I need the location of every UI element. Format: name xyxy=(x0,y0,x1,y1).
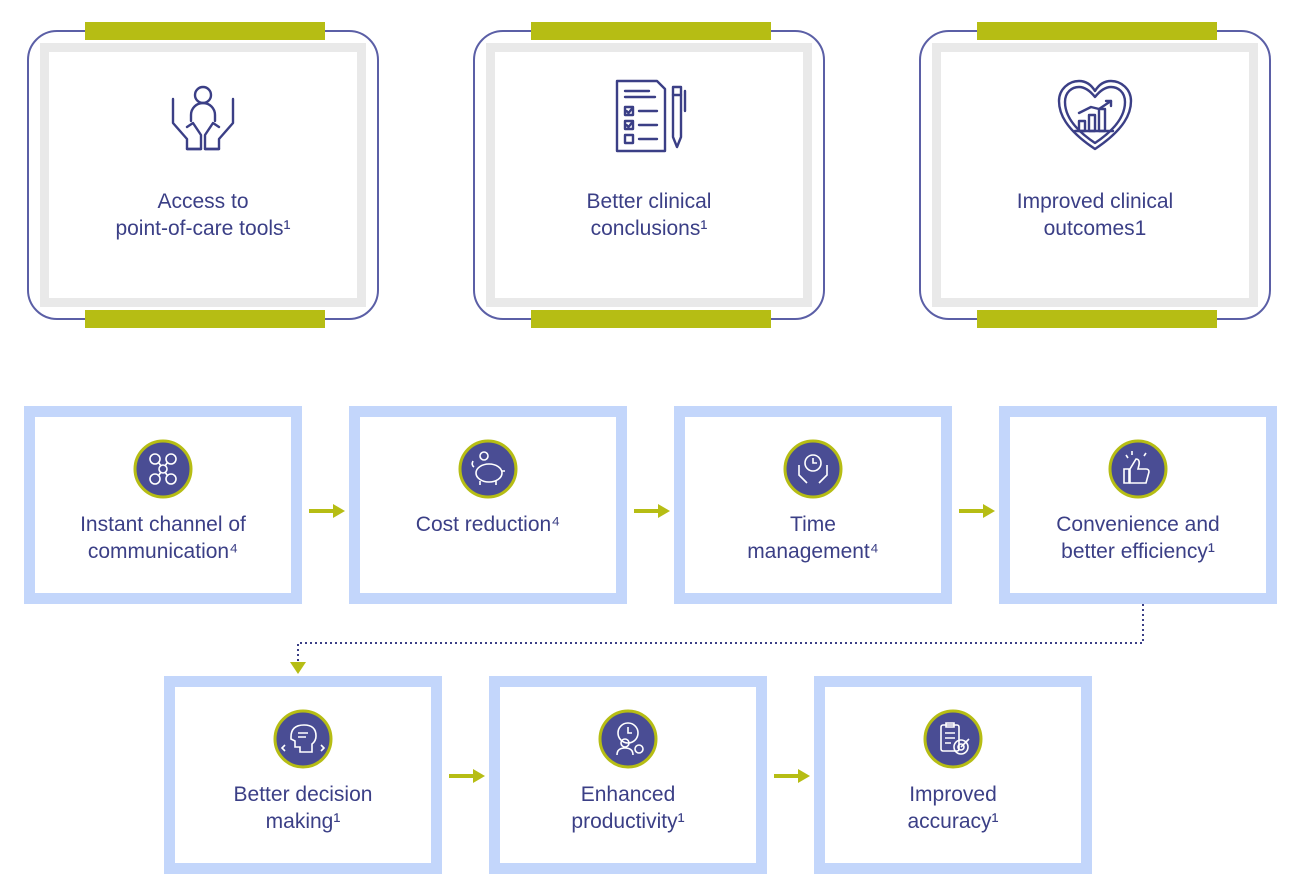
step-label: Instant channel of communication⁴ xyxy=(80,513,246,563)
step-cost-reduction: Cost reduction⁴ xyxy=(349,406,627,604)
clipboard-target-icon xyxy=(923,709,983,769)
step-enhanced-productivity: Enhanced productivity¹ xyxy=(489,676,767,874)
step-label: Convenience and better efficiency¹ xyxy=(1056,513,1220,563)
right-arrow-icon xyxy=(774,769,810,783)
step-instant-channel: Instant channel of communication⁴ xyxy=(24,406,302,604)
benefit-card-point-of-care: Access to point-of-care tools¹ xyxy=(27,22,379,328)
people-network-icon xyxy=(133,439,193,499)
right-arrow-icon xyxy=(309,504,345,518)
right-arrow-icon xyxy=(449,769,485,783)
step-time-management: Time management⁴ xyxy=(674,406,952,604)
card-accent-bar-top xyxy=(531,22,771,40)
step-label: Time management⁴ xyxy=(747,513,879,563)
benefit-label: Access to point-of-care tools¹ xyxy=(115,190,291,240)
card-inner-frame xyxy=(40,43,366,307)
head-decision-icon xyxy=(273,709,333,769)
card-accent-bar-bottom xyxy=(531,310,771,328)
thumbs-up-icon xyxy=(1108,439,1168,499)
hands-clock-icon xyxy=(783,439,843,499)
step-better-decision-making: Better decision making¹ xyxy=(164,676,442,874)
card-accent-bar-top xyxy=(85,22,325,40)
hands-caring-person-icon xyxy=(171,85,235,151)
card-accent-bar-top xyxy=(977,22,1217,40)
clinical-checklist-pen-icon xyxy=(615,79,687,153)
benefit-label: Improved clinical outcomes1 xyxy=(1016,190,1174,240)
step-label: Better decision making¹ xyxy=(233,783,373,833)
step-label: Improved accuracy¹ xyxy=(907,783,999,833)
card-inner-frame xyxy=(932,43,1258,307)
piggy-bank-icon xyxy=(458,439,518,499)
step-improved-accuracy: Improved accuracy¹ xyxy=(814,676,1092,874)
card-accent-bar-bottom xyxy=(977,310,1217,328)
card-accent-bar-bottom xyxy=(85,310,325,328)
benefit-card-clinical-conclusions: Better clinical conclusions¹ xyxy=(473,22,825,328)
benefit-label: Better clinical conclusions¹ xyxy=(586,190,712,240)
step-convenience-efficiency: Convenience and better efficiency¹ xyxy=(999,406,1277,604)
heart-growth-chart-icon xyxy=(1057,79,1133,151)
person-clock-gear-icon xyxy=(598,709,658,769)
step-label: Cost reduction⁴ xyxy=(415,513,561,536)
card-inner-frame xyxy=(486,43,812,307)
benefit-card-clinical-outcomes: Improved clinical outcomes1 xyxy=(919,22,1271,328)
step-label: Enhanced productivity¹ xyxy=(571,783,685,833)
right-arrow-icon xyxy=(959,504,995,518)
right-arrow-icon xyxy=(634,504,670,518)
